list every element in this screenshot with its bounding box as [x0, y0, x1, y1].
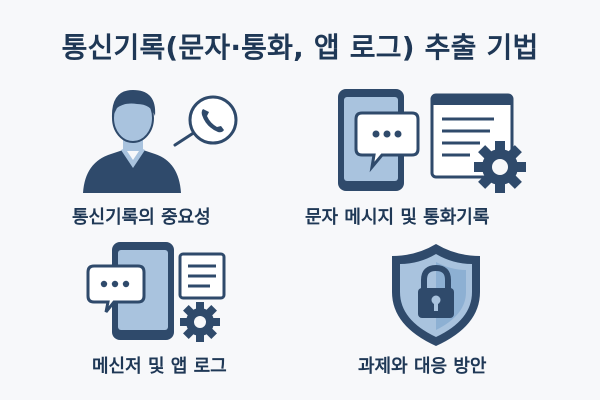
person-phone-icon	[83, 90, 238, 193]
shield-lock-icon	[392, 244, 480, 346]
page-title: 통신기록(문자·통화, 앱 로그) 추출 기법	[61, 31, 539, 64]
tablet-message-gear-icon	[338, 89, 526, 193]
caption-challenges: 과제와 대응 방안	[358, 356, 487, 377]
phone-chat-log-gear-icon	[86, 242, 226, 342]
caption-importance: 통신기록의 중요성	[72, 207, 211, 228]
caption-sms-call: 문자 메시지 및 통화기록	[305, 207, 490, 228]
caption-messenger-app: 메신저 및 앱 로그	[92, 356, 227, 377]
